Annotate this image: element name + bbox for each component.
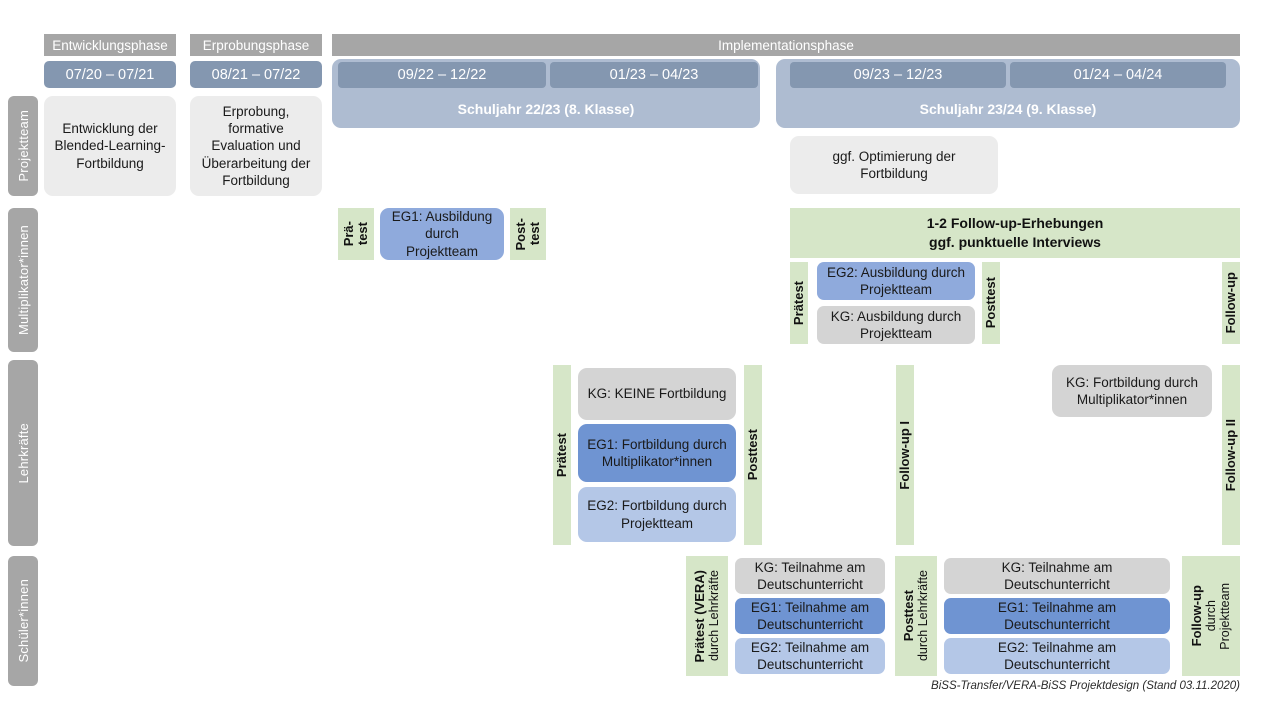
schueler-left-eg2-box: EG2: Teilnahme am Deutschunterricht: [735, 638, 885, 674]
period-bar-0922-1222: 09/22 – 12/22: [338, 62, 546, 88]
followup-sub-label-2: Projektteam: [1218, 582, 1233, 650]
box-label: KG: Ausbildung durch Projektteam: [830, 308, 962, 341]
box-label: EG2: Teilnahme am Deutschunterricht: [750, 639, 870, 672]
schoolyear-label-2223: Schuljahr 22/23 (8. Klasse): [457, 101, 635, 117]
multiplikator-followup-banner: 1-2 Follow-up-Erhebungen ggf. punktuelle…: [790, 208, 1240, 258]
schoolyear-label-2324: Schuljahr 23/24 (9. Klasse): [919, 101, 1097, 117]
period-bar-0123-0423: 01/23 – 04/23: [550, 62, 758, 88]
schueler-left-kg-box: KG: Teilnahme am Deutschunterricht: [735, 558, 885, 594]
posttest-label: Posttest: [744, 429, 760, 481]
row-label-schuelerinnen: Schüler*innen: [8, 556, 38, 686]
period-label: 07/20 – 07/21: [65, 66, 155, 83]
period-bar-0821-0722: 08/21 – 07/22: [190, 61, 322, 88]
followup-2-label: Follow-up II: [1222, 418, 1238, 492]
period-label: 01/24 – 04/24: [1073, 67, 1163, 83]
followup-banner-line2: ggf. punktuelle Interviews: [929, 234, 1101, 250]
posttest-sub-label: durch Lehrkräfte: [916, 570, 931, 662]
box-label: ggf. Optimierung der Fortbildung: [832, 148, 956, 181]
box-label: EG1: Fortbildung durch Multiplikator*inn…: [587, 436, 727, 469]
box-label: Erprobung, formative Evaluation und Über…: [201, 103, 311, 188]
multiplikator-followup-bar: Follow-up: [1222, 262, 1240, 344]
praetest-label-line2: test: [355, 222, 370, 246]
projektteam-optimierung-box: ggf. Optimierung der Fortbildung: [790, 136, 998, 194]
row-label-text: Lehrkräfte: [15, 422, 31, 484]
schueler-posttest-bar: Posttest durch Lehrkräfte: [895, 556, 937, 676]
posttest-label-line1: Post-: [513, 217, 529, 251]
schueler-followup-bar: Follow-up durch Projektteam: [1182, 556, 1240, 676]
phase-header-entwicklungsphase: Entwicklungsphase: [44, 34, 176, 56]
posttest-label-line2: test: [527, 222, 542, 246]
box-label: EG1: Teilnahme am Deutschunterricht: [750, 599, 870, 632]
followup-banner-line1: 1-2 Follow-up-Erhebungen: [926, 215, 1104, 232]
phase-header-implementationsphase: Implementationsphase: [332, 34, 1240, 56]
period-label: 01/23 – 04/23: [609, 67, 699, 83]
row-label-text: Schüler*innen: [15, 579, 31, 663]
praetest-sub-label: durch Lehrkräfte: [707, 570, 722, 662]
row-label-text: Multiplikator*innen: [15, 224, 31, 336]
praetest-label-line1: Prä-: [341, 221, 357, 247]
lehrkraefte-kg-keine-box: KG: KEINE Fortbildung: [578, 368, 736, 420]
lehrkraefte-posttest-bar: Posttest: [744, 365, 762, 545]
phase-header-label: Implementationsphase: [718, 37, 854, 53]
box-label: Entwicklung der Blended-Learning-Fortbil…: [54, 121, 166, 171]
lehrkraefte-followup-2-bar: Follow-up II: [1222, 365, 1240, 545]
posttest-title-label: Posttest: [900, 590, 916, 642]
multiplikator-eg2-ausbildung-box: EG2: Ausbildung durch Projektteam: [817, 262, 975, 300]
followup-title-label: Follow-up: [1188, 585, 1204, 647]
phase-header-label: Entwicklungsphase: [52, 37, 168, 53]
period-bar-0720-0721: 07/20 – 07/21: [44, 61, 176, 88]
box-label: EG2: Ausbildung durch Projektteam: [826, 264, 966, 297]
box-label: KG: Teilnahme am Deutschunterricht: [1001, 559, 1113, 592]
projektteam-erprobung-box: Erprobung, formative Evaluation und Über…: [190, 96, 322, 196]
period-bar-0124-0424: 01/24 – 04/24: [1010, 62, 1226, 88]
lehrkraefte-kg-fortbildung-box: KG: Fortbildung durch Multiplikator*inne…: [1052, 365, 1212, 417]
lehrkraefte-praetest-bar: Prätest: [553, 365, 571, 545]
period-label: 09/23 – 12/23: [853, 67, 943, 83]
footer-caption: BiSS-Transfer/VERA-BiSS Projektdesign (S…: [931, 680, 1240, 692]
box-label: EG1: Ausbildung durch Projektteam: [391, 209, 493, 259]
schueler-right-eg1-box: EG1: Teilnahme am Deutschunterricht: [944, 598, 1170, 634]
praetest-title-label: Prätest (VERA): [691, 569, 707, 663]
multiplikator-posttest-short-bar: Post- test: [510, 208, 546, 260]
schueler-right-kg-box: KG: Teilnahme am Deutschunterricht: [944, 558, 1170, 594]
lehrkraefte-eg1-box: EG1: Fortbildung durch Multiplikator*inn…: [578, 424, 736, 482]
period-bar-0923-1223: 09/23 – 12/23: [790, 62, 1006, 88]
projektteam-entwicklung-box: Entwicklung der Blended-Learning-Fortbil…: [44, 96, 176, 196]
box-label: KG: Fortbildung durch Multiplikator*inne…: [1065, 374, 1199, 407]
posttest-label: Posttest: [982, 277, 998, 329]
followup-sub-label-1: durch: [1204, 600, 1219, 632]
phase-header-label: Erprobungsphase: [202, 37, 310, 53]
period-label: 09/22 – 12/22: [397, 67, 487, 83]
praetest-label: Prätest: [553, 432, 569, 478]
lehrkraefte-followup-1-bar: Follow-up I: [896, 365, 914, 545]
schueler-right-eg2-box: EG2: Teilnahme am Deutschunterricht: [944, 638, 1170, 674]
praetest-label: Prätest: [790, 280, 806, 326]
schueler-left-eg1-box: EG1: Teilnahme am Deutschunterricht: [735, 598, 885, 634]
row-label-lehrkraefte: Lehrkräfte: [8, 360, 38, 546]
box-label: KG: Teilnahme am Deutschunterricht: [754, 559, 866, 592]
multiplikator-praetest-bar: Prätest: [790, 262, 808, 344]
followup-label: Follow-up: [1222, 272, 1238, 334]
multiplikator-eg1-ausbildung-box: EG1: Ausbildung durch Projektteam: [380, 208, 504, 260]
row-label-text: Projektteam: [15, 110, 31, 182]
multiplikator-posttest-bar: Posttest: [982, 262, 1000, 344]
multiplikator-kg-ausbildung-box: KG: Ausbildung durch Projektteam: [817, 306, 975, 344]
box-label: KG: KEINE Fortbildung: [587, 386, 727, 402]
phase-header-erprobungsphase: Erprobungsphase: [190, 34, 322, 56]
row-label-multiplikatorinnen: Multiplikator*innen: [8, 208, 38, 352]
lehrkraefte-eg2-box: EG2: Fortbildung durch Projektteam: [578, 487, 736, 542]
box-label: EG1: Teilnahme am Deutschunterricht: [997, 599, 1117, 632]
multiplikator-praetest-short-bar: Prä- test: [338, 208, 374, 260]
period-label: 08/21 – 07/22: [211, 66, 301, 83]
box-label: EG2: Fortbildung durch Projektteam: [587, 498, 727, 531]
box-label: EG2: Teilnahme am Deutschunterricht: [997, 639, 1117, 672]
schueler-praetest-bar: Prätest (VERA) durch Lehrkräfte: [686, 556, 728, 676]
row-label-projektteam: Projektteam: [8, 96, 38, 196]
followup-1-label: Follow-up I: [896, 420, 912, 490]
